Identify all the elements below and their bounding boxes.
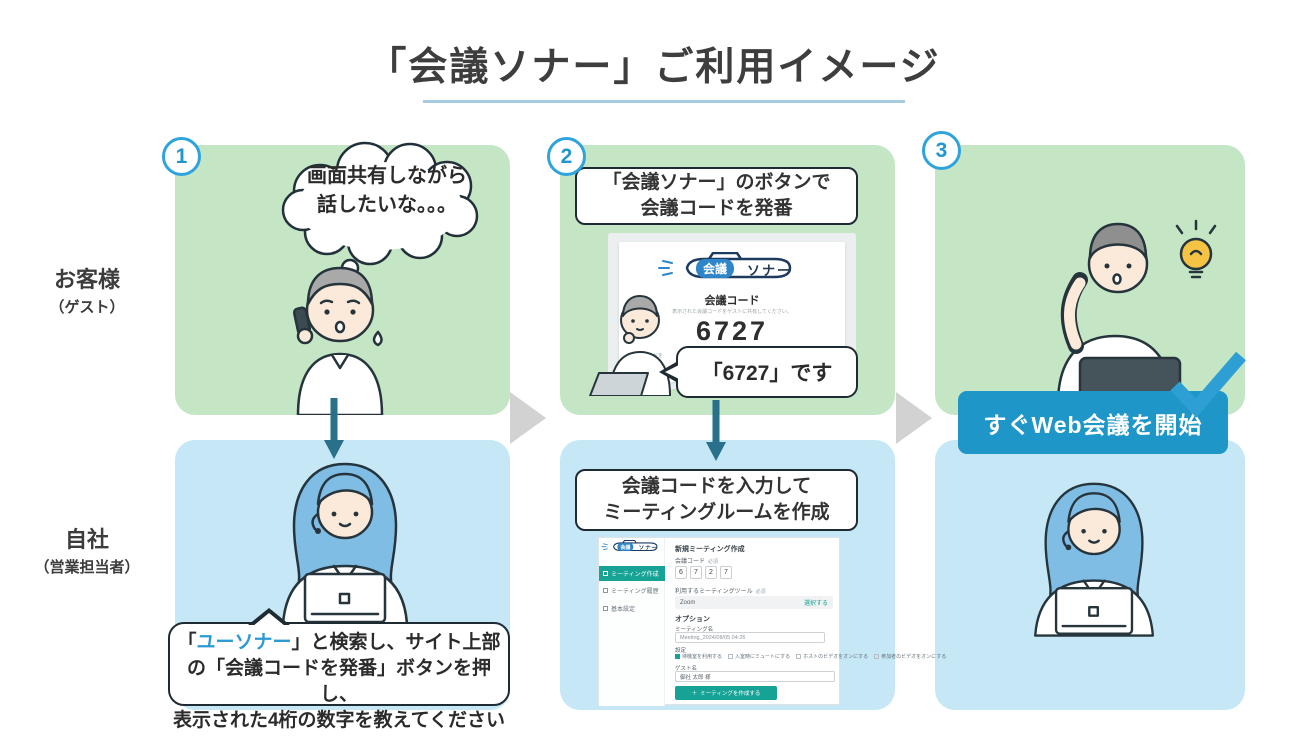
admin-nav-create-meeting: ミーティング作成 [599,566,665,581]
customer-on-phone-illustration [292,266,384,415]
admin-name-label: ミーティング名 [675,627,714,633]
required-badge: 必須 [708,559,719,565]
row-label-customer-sub: （ゲスト） [49,299,125,316]
headset-icon [1062,530,1070,547]
callout-line3: 表示された4桁の数字を教えてください [172,710,506,731]
checkbox-icon [874,654,880,659]
nav-icon [603,571,608,576]
checkmark-icon [1170,351,1246,418]
row-label-customer-main: お客様 [53,267,120,292]
logo-text: ソナー [747,263,793,278]
admin-checkboxes: 待機室を利用する 入室時にミュートにする ホストのビデオをオンにする 参加者のビ… [675,653,946,660]
step3-badge: 3 [922,131,961,170]
sales-rep-illustration [1034,482,1155,637]
step2-instruction-line1: 「会議ソナー」のボタンで [602,172,831,193]
admin-tool-label: 利用するミーティングツール必須 [675,589,766,595]
thought-line1: 画面共有しながら [307,165,467,187]
admin-heading: 新規ミーティング作成 [675,546,745,553]
step2-instruction-box: 「会議ソナー」のボタンで 会議コードを発番 [575,167,858,225]
laptop-icon [1054,586,1134,635]
checkbox-participant-video: 参加者のビデオをオンにする [874,653,946,660]
lightbulb-icon [1175,219,1217,279]
admin-tool-select: Zoom 選択する [675,596,833,609]
admin-sidebar: 会議 ソナー ミーティング作成 ミーティング履歴 基本設定 [599,538,665,706]
admin-code-label: 会議コード必須 [675,559,719,565]
admin-nav-settings: 基本設定 [599,604,665,613]
admin-option-label: オプション [675,616,710,623]
arrow-down-icon [324,398,344,459]
admin-name-input: Meeting_2024/08/05 04:26 [675,632,825,643]
plus-icon: ＋ [691,691,698,697]
sonar-logo: 会議 ソナー [601,539,664,553]
meeting-code-hint: 表示された会議コードをゲストに共有してください。 [672,309,792,315]
row-label-customer: お客様 （ゲスト） [12,262,162,317]
meeting-code-value: 6727 [695,316,769,346]
sales-rep-illustration [281,462,409,624]
thought-cloud [281,141,479,292]
product-name-highlight: ユーソナー [196,632,292,653]
sweat-drop-icon [372,330,383,347]
checkbox-icon [728,654,734,659]
admin-guest-input: 御社 太郎 様 [675,671,835,682]
logo-badge: 会議 [696,259,735,278]
step2-badge: 2 [547,137,586,176]
checkbox-icon [796,654,802,659]
guest-idea-illustration [1014,219,1225,412]
checkbox-checked-icon [675,654,680,659]
admin-guest-label: ゲスト名 [675,666,698,672]
callout-line2: の「会議コードを発番」ボタンを押し、 [186,658,491,705]
tool-value: Zoom [680,599,696,606]
sonar-logo: 会議 ソナー [657,251,807,282]
laptop-icon [589,372,649,396]
checkbox-waiting-room: 待機室を利用する [675,653,722,660]
arrow-down-icon [706,400,726,461]
checkbox-mute-on-entry: 入室時にミュートにする [728,653,790,660]
nav-icon [603,606,608,611]
chevron-right-icon [510,392,546,444]
code-speech-bubble: 「6727」です [659,346,858,398]
tool-select-button: 選択する [803,601,828,607]
headset-icon [311,512,320,531]
thought-text: 画面共有しながら 話したいな。。。 [292,162,482,220]
callout-line1: 「ユーソナー」と検索し、サイト上部 [177,632,501,653]
admin-setting-label: 設定 [675,648,687,654]
admin-screen-screenshot: 会議 ソナー ミーティング作成 ミーティング履歴 基本設定 新規ミーティング作成… [598,537,946,706]
step1-badge: 1 [162,137,201,176]
title-underline [423,100,905,103]
search-instruction-callout: 「ユーソナー」と検索し、サイト上部 の「会議コードを発番」ボタンを押し、 表示さ… [168,608,510,731]
company-instruction-line2: ミーティングルームを作成 [603,502,830,523]
meeting-code-label: 会議コード [704,295,760,307]
row-label-company-main: 自社 [64,527,109,552]
nav-icon [603,588,608,593]
row-label-company-sub: （営業担当者） [34,559,140,576]
chevron-right-icon [896,392,932,444]
company-instruction-line1: 会議コードを入力して [621,476,812,497]
step2-company-instruction-box: 会議コードを入力して ミーティングルームを作成 [575,469,858,531]
thought-line2: 話したいな。。。 [317,194,457,216]
admin-create-meeting-button: ＋ ミーティングを作成する [675,686,777,700]
row-label-company: 自社 （営業担当者） [12,522,162,577]
checkbox-host-video: ホストのビデオをオンにする [796,653,868,660]
page-title: 「会議ソナー」ご利用イメージ [367,46,941,89]
guest-at-laptop-illustration [589,295,671,396]
admin-nav-meeting-history: ミーティング履歴 [599,586,665,595]
step2-instruction-line2: 会議コードを発番 [640,198,793,219]
